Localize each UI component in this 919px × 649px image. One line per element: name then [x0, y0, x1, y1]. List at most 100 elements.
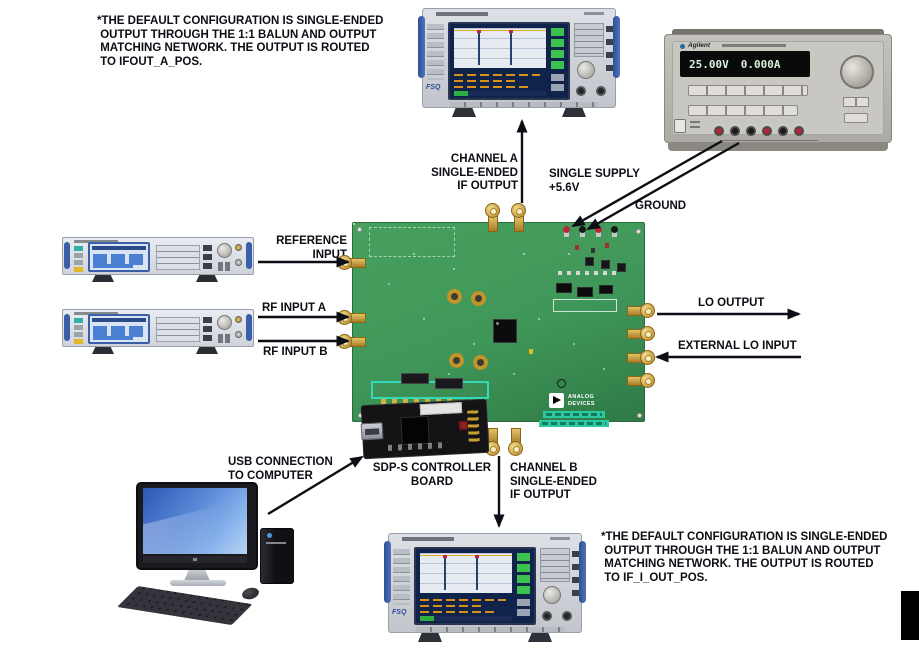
generator-brand-strip — [74, 240, 118, 243]
analyzer-left-buttons — [393, 549, 410, 605]
generator-knob — [217, 243, 232, 258]
analyzer-left-buttons — [427, 24, 444, 80]
sma-ext-lo-neg — [625, 350, 655, 366]
label-usb-connection: USB CONNECTION TO COMPUTER — [228, 456, 333, 482]
trace-spike — [475, 555, 479, 590]
supply-volts-readout: 25.00V — [689, 57, 729, 71]
analyzer-screen — [414, 547, 536, 625]
supply-function-keys-row2 — [688, 105, 798, 116]
soic-chip — [435, 378, 463, 389]
generator-left-buttons — [74, 318, 83, 344]
sma-if-out-a-pos — [485, 203, 501, 233]
sma-if-out-a-neg — [511, 203, 527, 233]
binding-post-red — [714, 126, 724, 136]
sma-rf-input-a — [337, 310, 367, 326]
supply-switch-marks — [690, 121, 700, 131]
main-ic-chip — [493, 319, 517, 343]
analyzer-right-handle — [613, 16, 620, 78]
generator-left-handle — [64, 242, 70, 269]
generator-display — [88, 242, 150, 272]
note-bottom: *THE DEFAULT CONFIGURATION IS SINGLE-END… — [601, 531, 888, 584]
usb-mini-connector — [360, 422, 384, 441]
analyzer-knob — [543, 586, 561, 604]
generator-arrow-keys — [218, 334, 231, 343]
signal-generator-2 — [62, 309, 254, 355]
analyzer-model-strip — [550, 537, 570, 540]
sdp-processor-chip — [400, 415, 430, 446]
trace-spike — [477, 30, 481, 65]
chb-fast-data-pad — [473, 355, 488, 370]
analyzer-model-label: FSQ — [426, 84, 441, 91]
keyboard — [117, 586, 253, 626]
sma-lo-output-pos — [625, 326, 655, 342]
analyzer-brand-strip — [402, 537, 454, 541]
supply-top-strip — [672, 29, 884, 37]
sdp-s-controller-board — [360, 398, 490, 460]
part-number-block — [539, 420, 609, 427]
binding-post-black — [746, 126, 756, 136]
generator-right-handle — [246, 242, 252, 269]
sdp-gold-pads — [467, 410, 480, 443]
part-number-block — [543, 411, 605, 418]
capacitor — [575, 245, 579, 250]
analyzer-foot — [562, 108, 586, 117]
label-lo-output: LO OUTPUT — [698, 297, 765, 309]
generator-keypad — [156, 317, 200, 342]
label-external-lo-input: EXTERNAL LO INPUT — [678, 340, 797, 352]
capacitor — [605, 243, 609, 248]
evaluation-board: ANALOG DEVICES — [337, 203, 655, 456]
analyzer-softkeys — [551, 28, 564, 96]
small-ic — [601, 260, 610, 269]
binding-post-black — [730, 126, 740, 136]
supply-adjust-buttons — [843, 97, 869, 107]
analyzer-connector — [562, 611, 572, 621]
monitor-screen — [143, 488, 247, 554]
generator-aux-connector — [235, 331, 242, 338]
analyzer-side-buttons — [572, 551, 579, 599]
analyzer-function-keys — [416, 627, 564, 632]
sma-ext-lo-pos — [625, 373, 655, 389]
resistor-row — [558, 271, 616, 275]
pcb-mounting-hole — [636, 229, 641, 234]
supply-amps-readout: 0.000A — [740, 57, 781, 71]
computer-tower — [260, 528, 294, 584]
computer — [117, 482, 316, 644]
yellow-capacitor — [529, 349, 533, 354]
spectrum-analyzer-bottom: FSQ — [384, 533, 586, 645]
label-reference-input: REFERENCE INPUT — [276, 235, 347, 261]
generator-brand-strip — [74, 312, 118, 315]
jumper-block — [577, 287, 593, 297]
test-point-red — [595, 226, 602, 237]
analyzer-left-handle — [384, 541, 391, 603]
analyzer-readout-text — [454, 72, 546, 92]
analyzer-foot — [418, 633, 442, 642]
pcb-dashed-outline — [369, 227, 455, 257]
binding-post-black — [778, 126, 788, 136]
monitor-stand — [184, 570, 210, 581]
analyzer-status-bar — [454, 91, 546, 96]
monitor-bottom-bezel — [143, 556, 247, 563]
small-ic — [585, 257, 594, 266]
supply-function-keys-row1 — [688, 85, 808, 96]
analog-devices-logo-text: ANALOG DEVICES — [568, 394, 595, 407]
analyzer-keypad — [540, 548, 570, 582]
jumper-block — [556, 283, 572, 293]
analyzer-foot — [452, 108, 476, 117]
sma-lo-output — [625, 303, 655, 319]
supply-post-labels — [722, 140, 818, 141]
note-top: *THE DEFAULT CONFIGURATION IS SINGLE-END… — [97, 15, 384, 68]
label-single-supply: SINGLE SUPPLY +5.6V — [549, 168, 640, 194]
soic-chip — [401, 373, 429, 384]
label-sdp-controller-board: SDP-S CONTROLLER BOARD — [372, 462, 492, 488]
generator-display-blocks — [93, 254, 145, 265]
generator-left-buttons — [74, 246, 83, 272]
generator-foot — [92, 347, 114, 354]
analyzer-readout-text — [420, 597, 512, 617]
monitor-base — [170, 580, 226, 586]
generator-foot — [196, 347, 218, 354]
supply-model-strip — [722, 44, 786, 47]
test-point-black — [611, 226, 618, 237]
label-ground: GROUND — [635, 200, 687, 212]
trace-spike — [443, 555, 447, 590]
analyzer-status-bar — [420, 616, 512, 621]
